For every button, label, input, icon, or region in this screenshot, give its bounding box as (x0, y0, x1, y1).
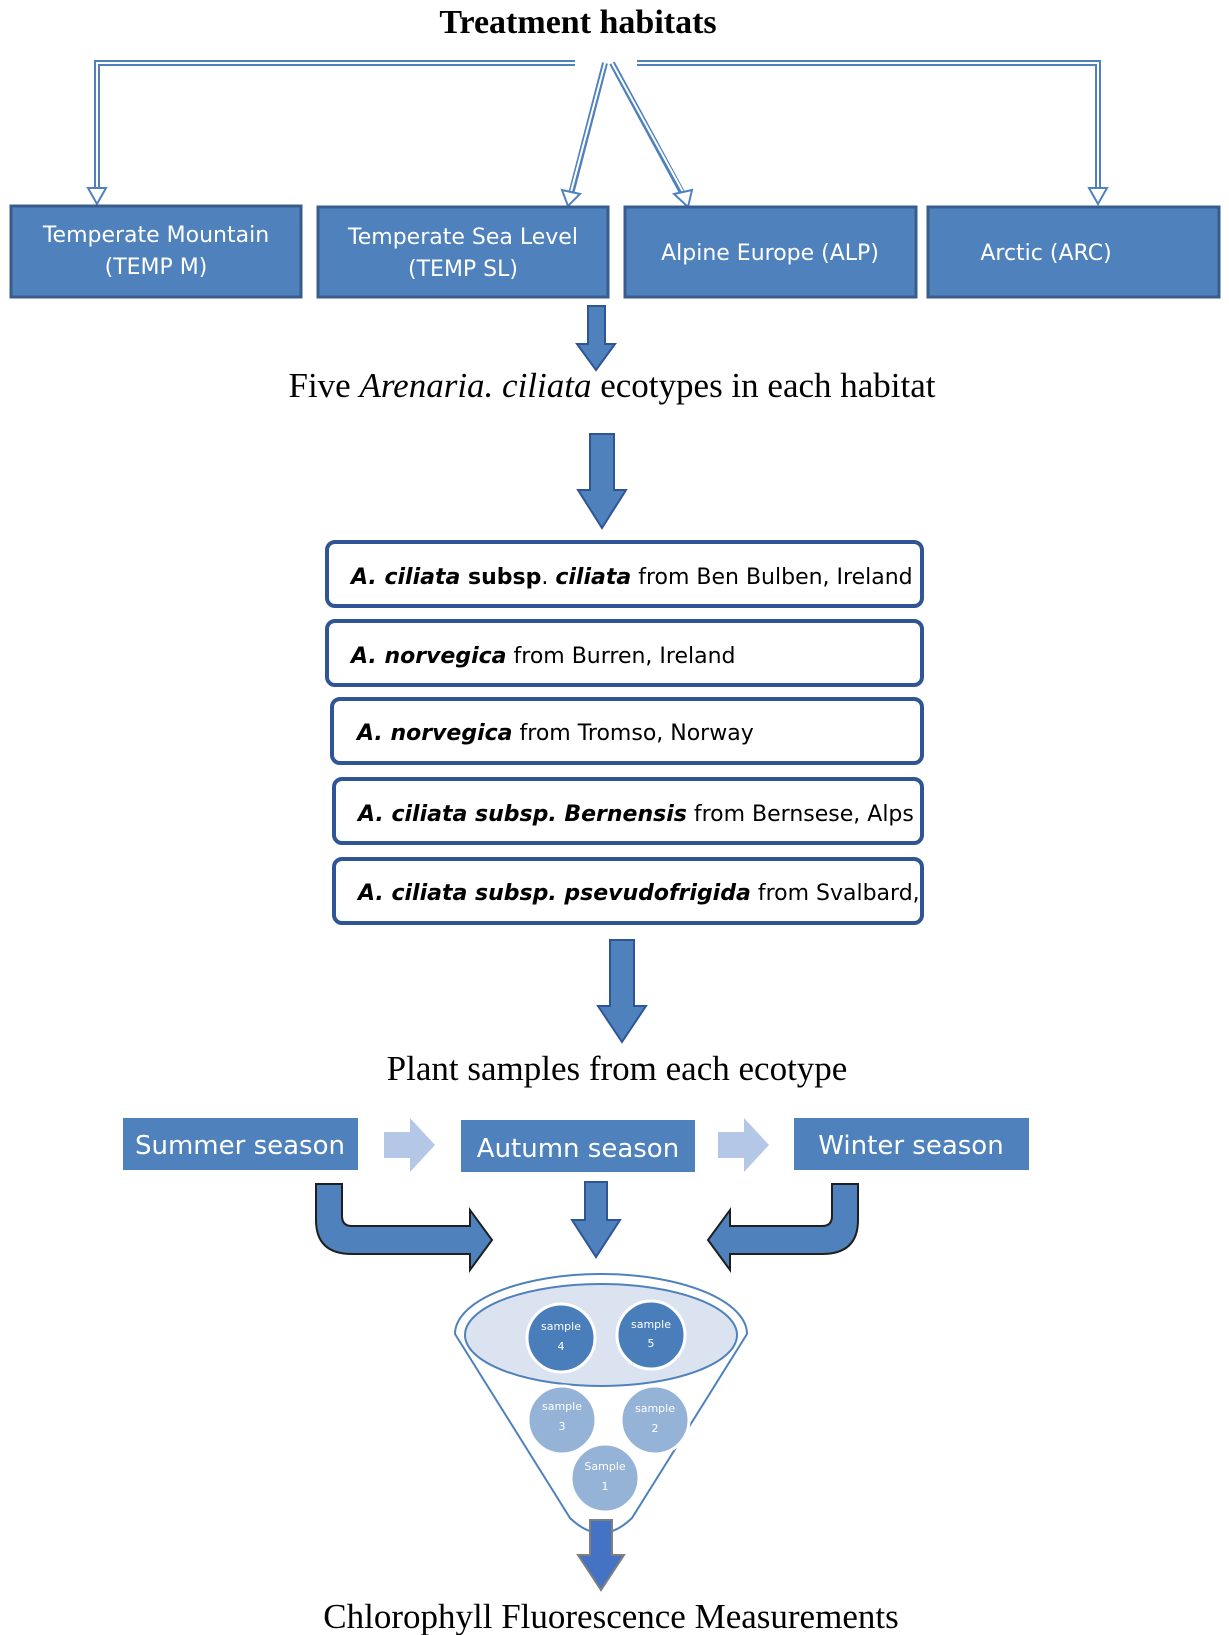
ecotype-text: A. ciliata subsp. Bernensis from Bernses… (356, 802, 914, 827)
ecotype-heading: Five Arenaria. ciliata ecotypes in each … (288, 366, 935, 405)
sample-circle-5: sample 5 (615, 1299, 687, 1371)
habitat-label-line2: (TEMP M) (105, 255, 208, 280)
habitat-label-line1: Temperate Mountain (42, 223, 269, 248)
habitat-box-temp-sl: Temperate Sea Level (TEMP SL) (316, 205, 610, 299)
sample-label: sample (542, 1400, 582, 1413)
habitat-box-temp-m: Temperate Mountain (TEMP M) (9, 204, 303, 299)
season-arrow-1 (384, 1118, 435, 1172)
ecotype-text: A. norvegica from Burren, Ireland (349, 644, 736, 669)
habitat-label-line2: (TEMP SL) (408, 257, 518, 282)
sample-label: sample (631, 1318, 671, 1331)
sample-circle-1: Sample 1 (569, 1442, 641, 1514)
sample-funnel: sample 4 sample 5 sample 3 sample 2 Samp… (453, 1273, 749, 1534)
down-arrow-center (570, 1181, 622, 1259)
sample-circle-4: sample 4 (525, 1302, 597, 1374)
sample-circle-2: sample 2 (619, 1384, 691, 1456)
bent-arrow-right (706, 1183, 859, 1274)
habitat-label-line1: Temperate Sea Level (347, 225, 578, 250)
ecotype-box-4: A. ciliata subsp. Bernensis from Bernses… (332, 777, 924, 845)
funnel-rim (464, 1283, 738, 1387)
sample-circle-3: sample 3 (526, 1384, 598, 1456)
samples-heading: Plant samples from each ecotype (387, 1049, 848, 1088)
ecotype-list: A. ciliata subsp. ciliata from Ben Bulbe… (325, 540, 924, 925)
ecotype-box-5: A. ciliata subsp. psevudofrigida from Sv… (332, 857, 924, 925)
season-winter: Winter season (794, 1118, 1029, 1170)
habitat-label-line1: Alpine Europe (ALP) (661, 241, 879, 266)
connector-arrowheads (86, 187, 1109, 209)
down-arrow-3 (596, 939, 648, 1044)
season-label: Autumn season (477, 1134, 679, 1164)
sample-label: sample (635, 1402, 675, 1415)
season-label: Winter season (818, 1131, 1003, 1161)
ecotype-box-2: A. norvegica from Burren, Ireland (325, 619, 924, 687)
ecotype-text: A. ciliata subsp. ciliata from Ben Bulbe… (349, 565, 913, 590)
result-label: Chlorophyll Fluorescence Measurements (323, 1597, 898, 1635)
sample-label: Sample (584, 1460, 625, 1473)
habitat-box-arc: Arctic (ARC) (926, 205, 1221, 299)
habitat-box-alp: Alpine Europe (ALP) (623, 205, 918, 299)
season-label: Summer season (135, 1131, 345, 1161)
sample-number: 2 (652, 1422, 659, 1435)
sample-number: 3 (559, 1420, 566, 1433)
down-arrow-1 (575, 305, 617, 372)
season-autumn: Autumn season (461, 1120, 695, 1172)
sample-number: 4 (558, 1340, 565, 1353)
ecotype-text: A. ciliata subsp. psevudofrigida from Sv… (356, 881, 920, 906)
habitat-connectors (94, 60, 1101, 200)
bent-arrow-left (315, 1183, 494, 1274)
sample-number: 5 (648, 1337, 655, 1350)
ecotype-box-1: A. ciliata subsp. ciliata from Ben Bulbe… (325, 540, 924, 608)
diagram-title: Treatment habitats (439, 4, 716, 41)
down-arrow-final (576, 1519, 626, 1592)
ecotype-text: A. norvegica from Tromso, Norway (355, 721, 754, 746)
ecotype-box-3: A. norvegica from Tromso, Norway (330, 697, 924, 765)
sample-label: sample (541, 1320, 581, 1333)
habitat-label-line1: Arctic (ARC) (980, 241, 1111, 266)
season-arrow-2 (718, 1118, 769, 1172)
season-summer: Summer season (123, 1118, 358, 1170)
sample-number: 1 (602, 1480, 609, 1493)
down-arrow-2 (576, 433, 628, 530)
